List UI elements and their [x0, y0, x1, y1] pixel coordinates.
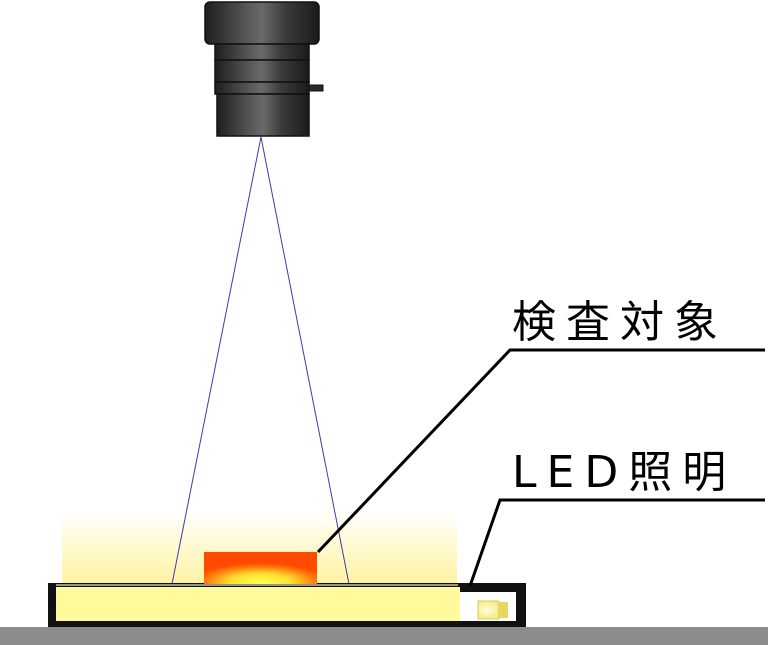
led-lighting-label: LED照明: [512, 447, 736, 498]
field-of-view-lines: [171, 136, 350, 585]
floor: [0, 627, 768, 645]
led-bulb-icon: [477, 600, 508, 620]
target-leader-line: [316, 348, 765, 554]
led-leader-line: [468, 498, 765, 587]
camera-lens-icon: [204, 1, 324, 137]
led-light-panel: [48, 583, 526, 627]
inspection-target-object: [204, 552, 317, 584]
inspection-target-label: 検査対象: [512, 297, 728, 348]
